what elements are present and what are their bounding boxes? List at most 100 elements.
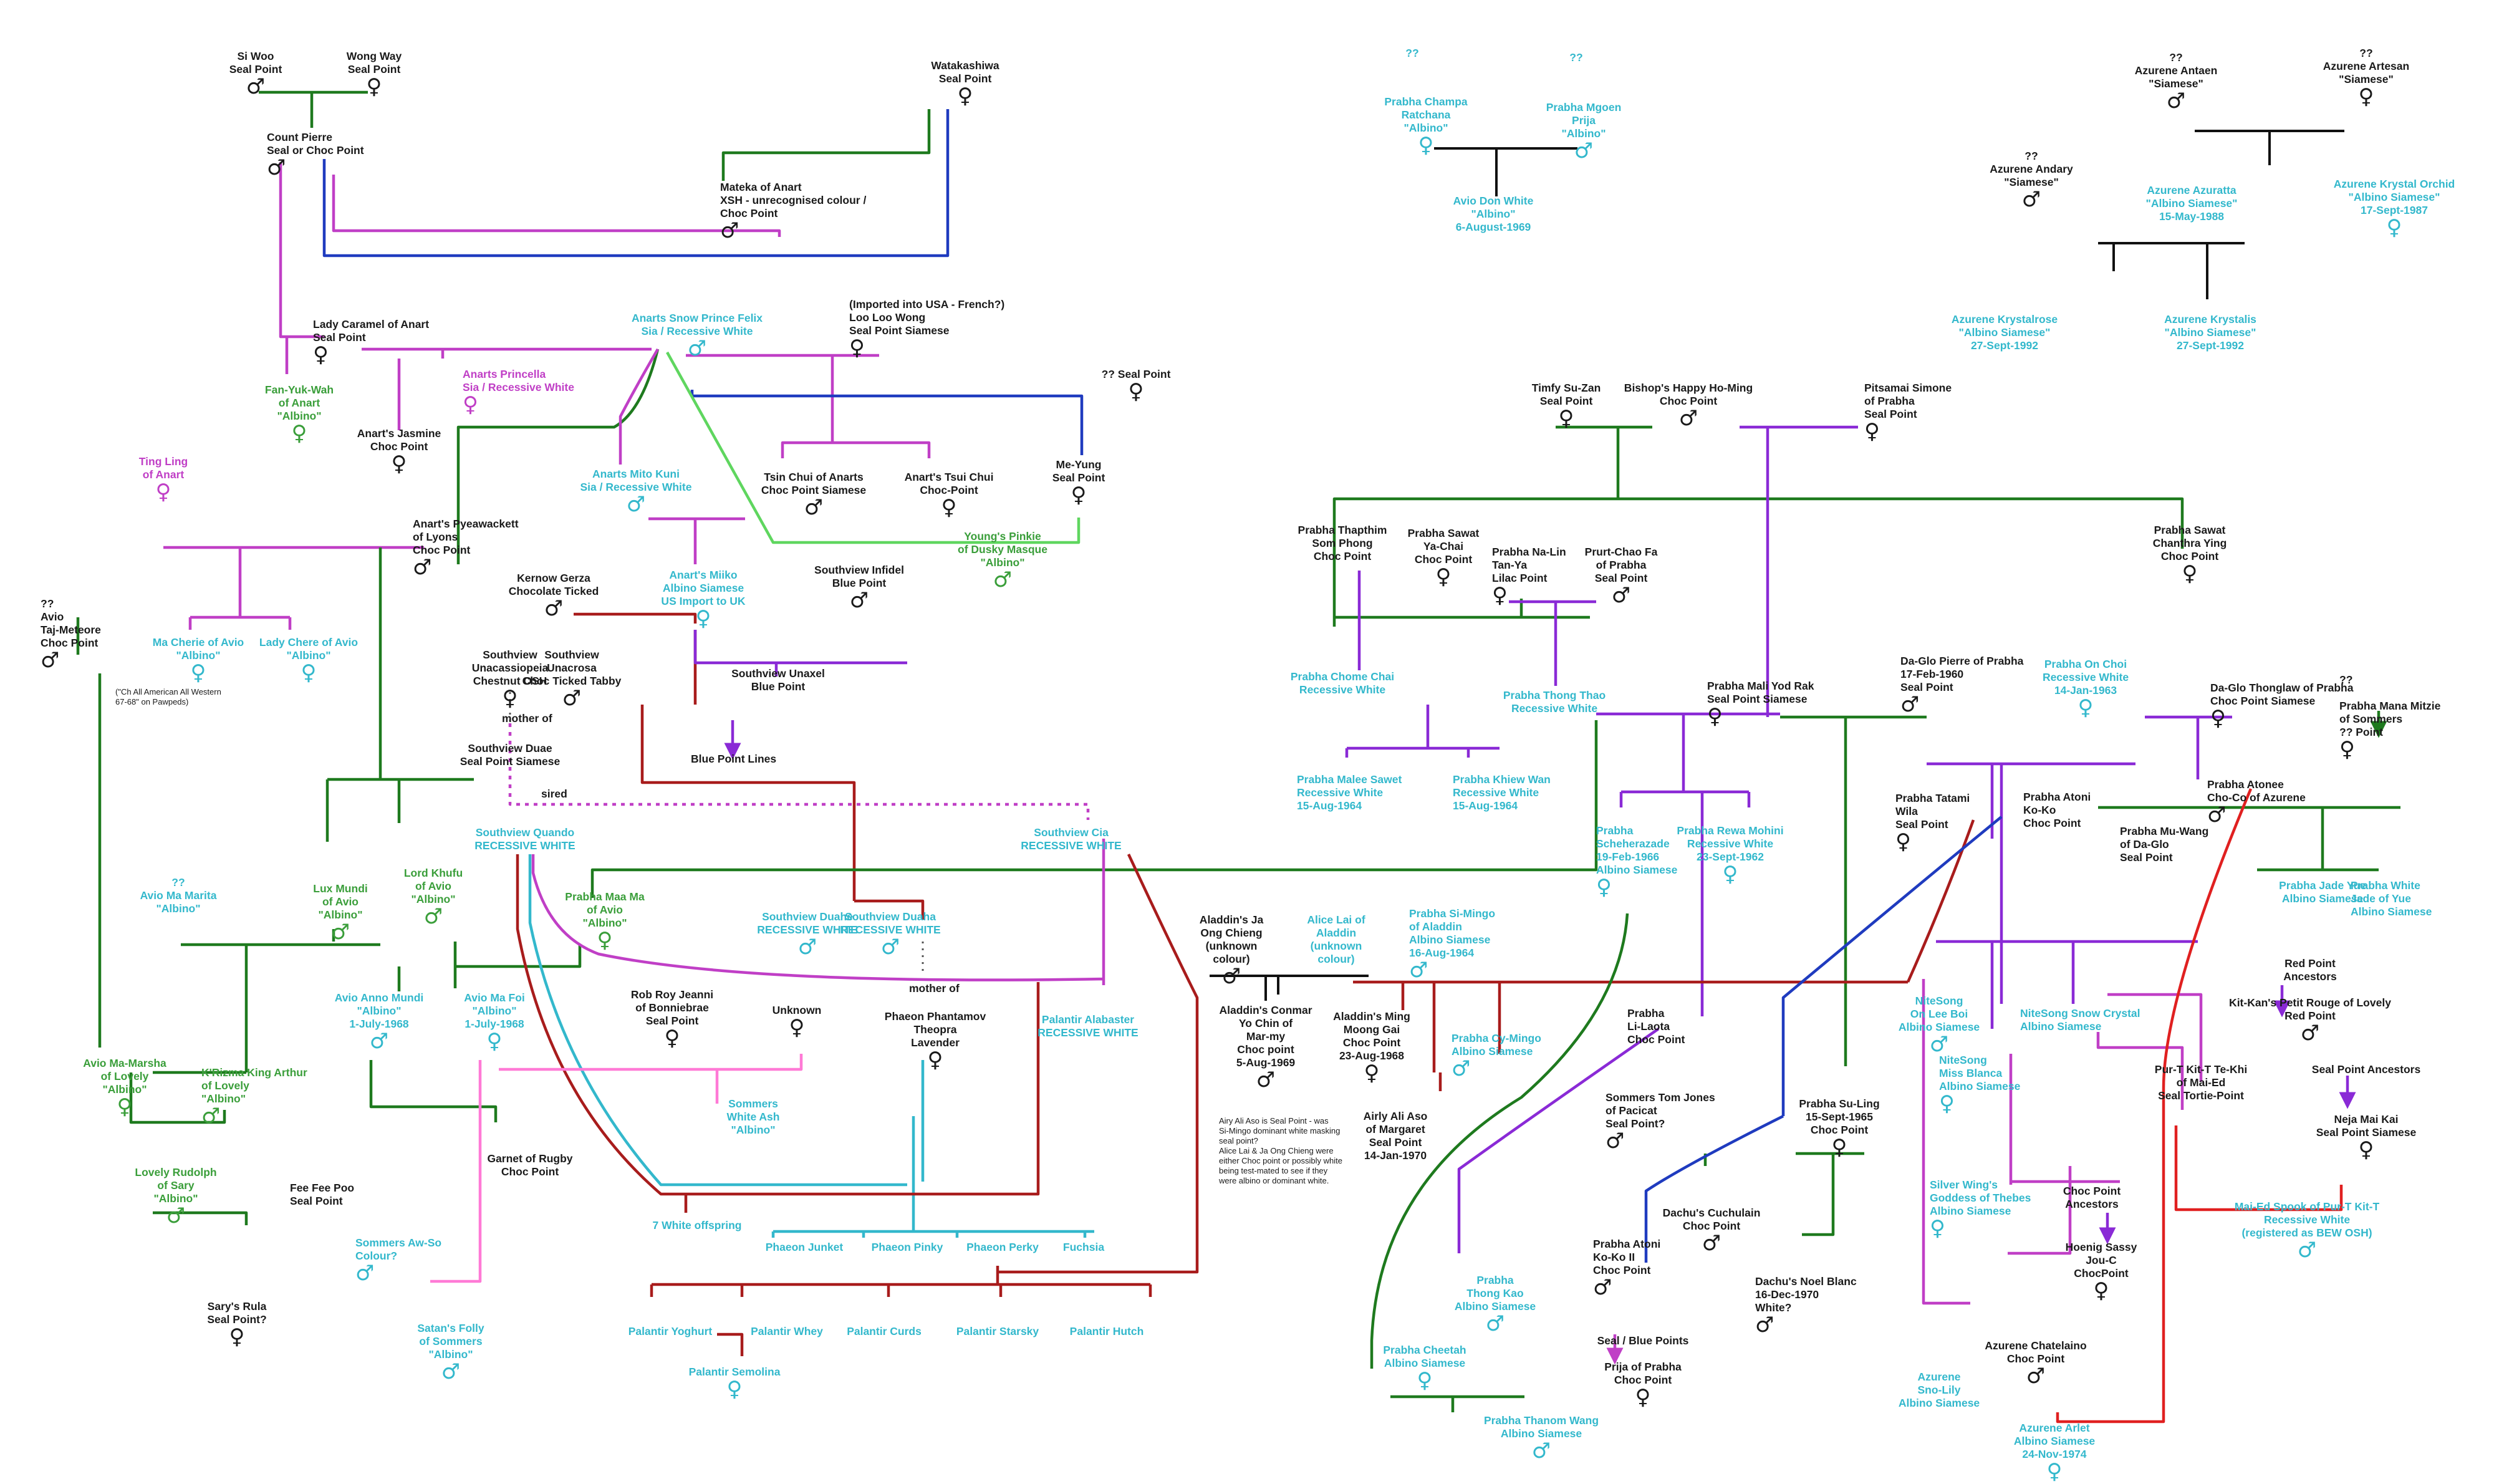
cat-node-aviodon: Avio Don White"Albino"6-August-1969 — [1453, 195, 1534, 234]
cat-label-line: Southview Cia — [1034, 826, 1109, 839]
cat-label-line: Prija of Prabha — [1604, 1361, 1682, 1373]
cat-label-line: (Imported into USA - French?) — [849, 298, 1005, 311]
cat-node-krystalis: Azurene Krystalis"Albino Siamese"27-Sept… — [2164, 313, 2256, 352]
cat-label-line: Ong Chieng — [1200, 927, 1263, 939]
cat-label-line: 27-Sept-1992 — [1971, 339, 2038, 352]
cat-label-line: NiteSong Snow Crystal — [2020, 1007, 2140, 1019]
cat-label-line: Albino Siamese — [2351, 905, 2432, 918]
male-symbol-icon: ♂ — [330, 920, 350, 945]
female-symbol-icon: ♀ — [726, 1377, 743, 1402]
cat-label-line: "Albino" — [277, 410, 322, 422]
cat-label-line: Seal Point? — [207, 1313, 267, 1326]
female-symbol-icon: ♀ — [789, 1015, 805, 1040]
cat-label-line: Ma Cherie of Avio — [152, 636, 244, 648]
cat-label-line: Lord Khufu — [403, 867, 463, 879]
cat-label-line: Hoenig Sassy — [2065, 1241, 2137, 1253]
cat-label-line: Choc Point — [2023, 817, 2081, 829]
annotation-line: Airy Ali Aso is Seal Point - was — [1219, 1116, 1329, 1125]
cat-label-line: Goddess of Thebes — [1930, 1192, 2031, 1204]
cat-label-line: Prabha — [1596, 824, 1634, 837]
cat-label-line: Prabha Atoni — [2023, 791, 2091, 803]
cat-label-line: Albino Siamese — [1454, 1300, 1536, 1313]
cat-label-line: Unacassiopeia — [471, 662, 549, 674]
annotation-line: ("Ch All American All Western — [115, 687, 221, 696]
cat-label-line: Seal Point Siamese — [460, 755, 561, 768]
cat-label-line: Mai-Ed Spook of Pur-T Kit-T — [2234, 1200, 2380, 1213]
cat-label-line: Bishop's Happy Ho-Ming — [1624, 382, 1753, 394]
cat-label-line: "Albino" — [1403, 122, 1448, 134]
male-symbol-icon: ♂ — [1611, 583, 1631, 608]
cat-label-line: Scheherazade — [1596, 837, 1670, 850]
cat-label-line: Seal Point — [1594, 572, 1648, 584]
cat-label-line: Fee Fee Poo — [290, 1182, 355, 1194]
female-symbol-icon: ♀ — [155, 479, 171, 504]
male-symbol-icon: ♂ — [2207, 802, 2227, 827]
cat-label-line: Seal / Blue Points — [1597, 1334, 1689, 1347]
cat-label-line: Azurene Krystalrose — [1951, 313, 2058, 325]
cat-label-line: Ancestors — [2283, 970, 2337, 983]
male-symbol-icon: ♂ — [1485, 1311, 1505, 1336]
cat-label-line: 24-Nov-1974 — [2022, 1448, 2087, 1460]
cat-label-line: Lavender — [911, 1036, 960, 1049]
cat-label-line: Recessive White — [1299, 683, 1386, 696]
cat-label-line: Li-Laota — [1627, 1020, 1670, 1033]
cat-label-line: Anarts Mito Kuni — [592, 468, 680, 480]
cat-label-line: Yo Chin of — [1238, 1017, 1293, 1029]
cat-label-line: of Prabha — [1596, 559, 1647, 571]
cat-label-line: Wong Way — [346, 50, 402, 62]
cat-label-line: "Albino" — [731, 1124, 776, 1136]
female-symbol-icon: ♀ — [1492, 583, 1508, 608]
cat-label-line: Choc Point — [1810, 1124, 1869, 1136]
cat-label-line: K'Rizma King Arthur — [201, 1066, 307, 1079]
cat-label-line: Prabha Sawat — [1407, 527, 1480, 539]
cat-label-line: RECESSIVE WHITE — [1021, 839, 1122, 852]
cat-label-line: Avio Don White — [1453, 195, 1534, 207]
cat-label-line: Albino Siamese — [1452, 1045, 1533, 1058]
cat-label-line: Neja Mai Kai — [2334, 1113, 2399, 1125]
cat-label-line: Recessive White — [1511, 702, 1598, 715]
cat-label-line: ?? Point — [2339, 726, 2383, 738]
cat-label-line: Recessive White — [2042, 671, 2129, 683]
cat-node-artesan: ??Azurene Artesan"Siamese"♀ — [2323, 47, 2409, 107]
cat-label-line: Tsin Chui of Anarts — [764, 471, 864, 483]
cat-label-line: Seal Point Siamese — [1707, 693, 1808, 705]
cat-label-line: Lilac Point — [1492, 572, 1548, 584]
cat-label-line: Pur-T Kit-T Te-Khi — [2154, 1063, 2248, 1076]
annotation-line: Alice Lai & Ja Ong Chieng were — [1219, 1146, 1334, 1155]
cat-label-line: Aladdin's Ja — [1199, 913, 1264, 926]
cat-label-line: colour) — [1213, 953, 1250, 965]
male-symbol-icon: ♂ — [804, 495, 824, 520]
cat-label-line — [2229, 983, 2391, 996]
cat-label-line: Recessive White — [1297, 786, 1384, 799]
male-symbol-icon: ♂ — [720, 218, 739, 243]
cat-label-line: ?? — [1569, 51, 1583, 64]
cat-node-perky: Phaeon Perky — [966, 1241, 1039, 1254]
cat-label-line: Sia / Recessive White — [641, 325, 753, 337]
female-symbol-icon: ♀ — [2093, 1278, 2109, 1303]
cat-label-line: Chocolate Ticked — [508, 585, 599, 597]
cat-label-line: Albino Siamese — [2020, 1020, 2102, 1033]
cat-label-line: 17-Feb-1960 — [1900, 668, 1964, 680]
cat-label-line: Thong Kao — [1466, 1287, 1524, 1299]
cat-label-line: Prabha Champa — [1384, 95, 1468, 108]
female-symbol-icon: ♀ — [2358, 1137, 2374, 1162]
cat-label-line: Prabha Mu-Wang — [2120, 825, 2209, 837]
